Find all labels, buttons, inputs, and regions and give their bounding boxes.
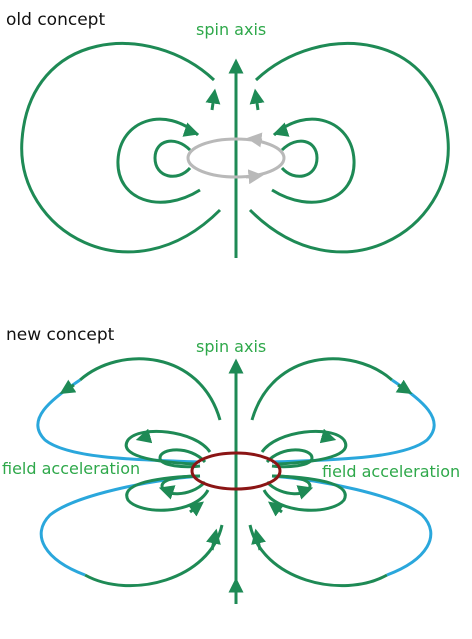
new-spin-axis-label: spin axis (196, 337, 267, 356)
old-middle-arrow-right (272, 122, 290, 137)
old-inner-loop-left (153, 139, 192, 178)
new-outer-arrow-tr (395, 379, 413, 394)
new-middle-loop-upper-right (260, 429, 348, 466)
old-middle-loop-left (116, 117, 201, 204)
old-current-ring (186, 137, 286, 179)
old-outer-arrow-left (205, 88, 221, 111)
new-inner-loop-upper-right (265, 448, 314, 469)
right-field-acceleration-label: field acceleration (322, 462, 461, 481)
old-middle-arrow-left (182, 122, 200, 137)
new-inner-arrow-2 (296, 485, 314, 500)
old-middle-loop-right (271, 117, 356, 204)
new-middle-loop-upper-left (124, 429, 212, 466)
new-concept-title: new concept (6, 325, 115, 345)
new-outer-lobe-bottom-right-blue (271, 474, 433, 577)
new-current-ring (190, 451, 282, 491)
old-outer-loop-left (20, 42, 222, 254)
old-inner-loop-right (280, 139, 319, 178)
new-outer-arrow-br (251, 528, 266, 551)
new-outer-lobe-bottom-left-blue (39, 474, 201, 577)
new-inner-loop-upper-left (158, 448, 207, 469)
new-middle-arrow-1 (135, 428, 153, 444)
old-outer-arrow-right (249, 88, 265, 111)
new-outer-lobe-top-left (79, 357, 222, 421)
new-inner-arrow-1 (158, 485, 176, 500)
old-outer-loop-right (248, 42, 450, 254)
new-middle-arrow-3 (187, 501, 204, 517)
new-middle-arrow-2 (319, 428, 337, 444)
old-concept-diagram (20, 42, 450, 258)
new-outer-arrow-bl (206, 528, 221, 551)
old-concept-title: old concept (6, 10, 106, 30)
new-outer-lobe-bottom-left (84, 524, 224, 588)
new-outer-lobe-bottom-right (248, 524, 388, 588)
old-ring-arrow-top (246, 132, 263, 148)
new-middle-arrow-4 (268, 501, 285, 517)
old-spin-axis-label: spin axis (196, 20, 267, 39)
new-outer-lobe-top-right (250, 357, 393, 421)
new-outer-arrow-tl (59, 379, 77, 394)
old-ring-arrow-bottom (245, 169, 264, 185)
new-concept-diagram (36, 357, 436, 604)
left-field-acceleration-label: field acceleration (2, 459, 141, 478)
